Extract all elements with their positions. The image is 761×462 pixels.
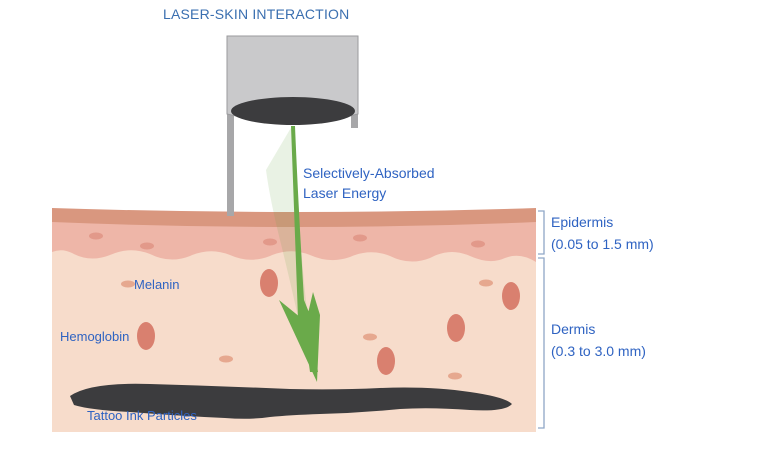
epidermal-fleck <box>353 234 367 242</box>
hemoglobin-cell <box>447 314 465 342</box>
laser-handpiece-stem <box>227 110 234 216</box>
melanin-dot <box>479 279 493 287</box>
beam-label: Selectively-Absorbed Laser Energy <box>303 163 435 203</box>
melanin-dot <box>219 355 233 363</box>
skin-surface <box>52 208 536 227</box>
hemoglobin-label: Hemoglobin <box>60 329 130 344</box>
melanin-dot <box>121 280 135 288</box>
dermis-label: Dermis (0.3 to 3.0 mm) <box>551 318 646 362</box>
dermis-range: (0.3 to 3.0 mm) <box>551 343 646 359</box>
melanin-dot <box>363 333 377 341</box>
hemoglobin-cell <box>260 269 278 297</box>
laser-aperture <box>231 97 355 125</box>
melanin-dot <box>448 372 462 380</box>
hemoglobin-cell <box>502 282 520 310</box>
tattoo-ink-label: Tattoo Ink Particles <box>87 408 197 423</box>
epidermal-fleck <box>89 232 103 240</box>
epidermal-fleck <box>140 242 154 250</box>
laser-arrowhead <box>279 292 320 382</box>
epidermal-fleck <box>471 240 485 248</box>
epidermis-label: Epidermis (0.05 to 1.5 mm) <box>551 211 654 255</box>
epidermis-bracket <box>538 210 545 255</box>
laser-beam <box>291 126 318 372</box>
epidermis-range: (0.05 to 1.5 mm) <box>551 236 654 252</box>
melanin-label: Melanin <box>134 277 180 292</box>
laser-handpiece-stem <box>351 110 358 128</box>
epidermal-fleck <box>263 238 277 246</box>
dermis-bracket <box>538 257 545 429</box>
dermis-name: Dermis <box>551 321 596 337</box>
beam-label-line1: Selectively-Absorbed <box>303 165 435 181</box>
hemoglobin-cell <box>377 347 395 375</box>
diagram-title: LASER-SKIN INTERACTION <box>163 6 350 22</box>
hemoglobin-cell <box>137 322 155 350</box>
beam-label-line2: Laser Energy <box>303 185 387 201</box>
tattoo-ink <box>70 383 512 419</box>
epidermis-name: Epidermis <box>551 214 614 230</box>
